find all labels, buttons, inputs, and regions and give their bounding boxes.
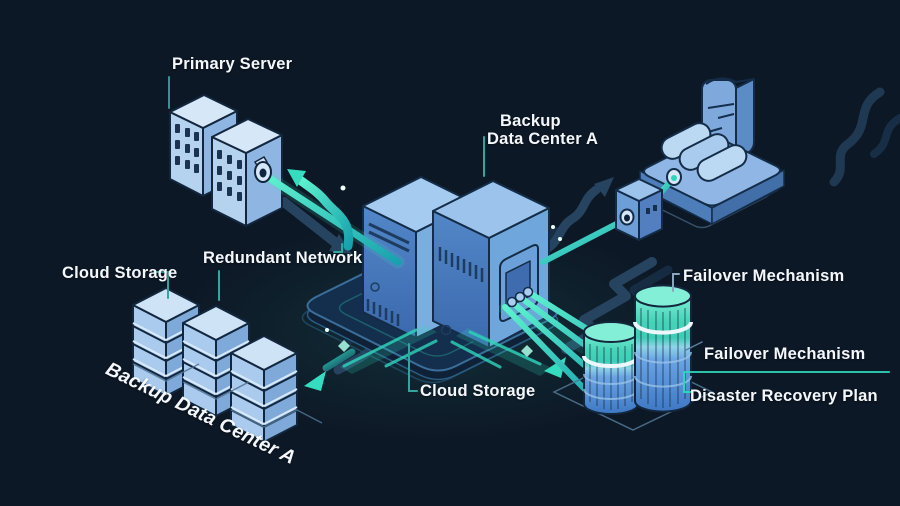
label-primary-server: Primary Server (172, 55, 293, 73)
cloud-storage-slab-towers (132, 287, 323, 443)
label-redundant-network: Redundant Network (203, 249, 363, 267)
failover-database-cylinders (552, 284, 714, 431)
primary-link (253, 155, 405, 269)
primary-server-towers (169, 94, 283, 227)
database-cylinder (582, 321, 640, 415)
label-cloud-storage-center: Cloud Storage (420, 382, 536, 400)
label-backup-line2: Data Center A (487, 130, 599, 148)
label-backup-line1: Backup (500, 112, 561, 130)
database-cylinder (633, 284, 693, 413)
glow-dots (325, 185, 562, 332)
backup-data-center-servers (362, 176, 550, 349)
label-backup-data-center-top: Backup Data Center A (487, 112, 598, 148)
label-disaster-recovery-plan: Disaster Recovery Plan (690, 387, 878, 405)
label-failover-mechanism-right: Failover Mechanism (704, 345, 866, 363)
label-cloud-storage-left: Cloud Storage (62, 264, 178, 282)
connector-box (540, 178, 663, 265)
label-connectors (153, 76, 890, 393)
label-failover-mechanism-top: Failover Mechanism (683, 267, 845, 285)
